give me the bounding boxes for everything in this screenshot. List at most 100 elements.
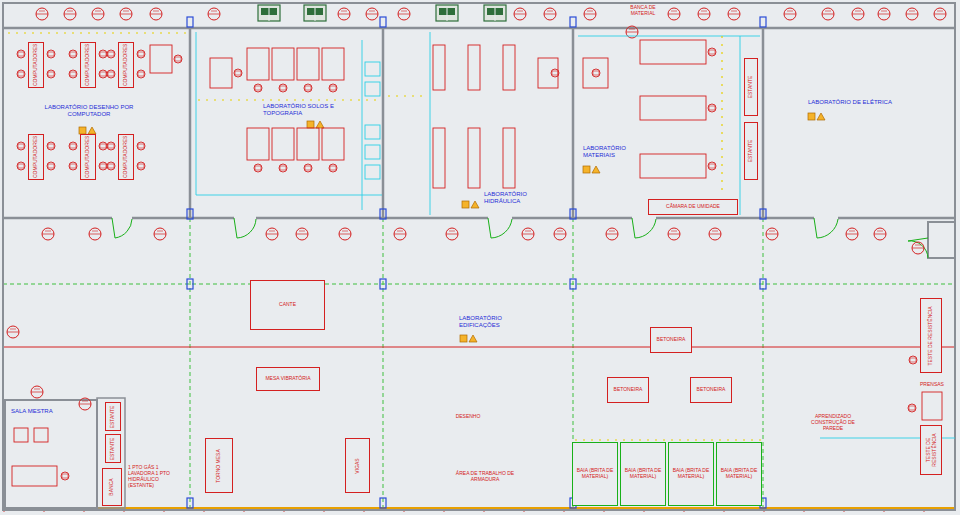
room-label: LABORATÓRIO DESENHO POR COMPUTADOR xyxy=(38,104,140,118)
furniture-box: ESTANTE xyxy=(105,402,121,431)
chairs-part xyxy=(99,70,107,78)
furniture-box: TESTE DE RESISTÊNCIA xyxy=(920,298,942,373)
doors-part xyxy=(112,218,132,238)
outlet-callouts-part xyxy=(878,8,890,20)
outlet-callouts-part xyxy=(339,228,351,240)
outlet-callouts-part xyxy=(150,8,162,20)
furniture-part xyxy=(272,48,294,80)
outlet-callouts-part xyxy=(7,326,19,338)
outlet-callouts-part xyxy=(514,8,526,20)
walls-part xyxy=(762,28,765,218)
furniture-label: CANTE xyxy=(279,302,296,308)
outlet-callouts-part xyxy=(728,8,740,20)
chairs-part xyxy=(304,84,312,92)
furniture-box: MESA VIBRATÓRIA xyxy=(256,367,320,391)
structural-columns-part xyxy=(760,279,766,289)
walls-part xyxy=(838,217,955,220)
chairs-part xyxy=(17,162,25,170)
outlet-callouts-part xyxy=(544,8,556,20)
service-lines-part xyxy=(365,62,380,76)
furniture-label: COMPUTADORES xyxy=(123,136,129,178)
structural-columns-part xyxy=(380,498,386,508)
chairs-part xyxy=(47,50,55,58)
note-label: 1 PTO GÁS 1 LAVADORA 1 PTO HIDRÁULICO (E… xyxy=(128,464,174,488)
note-label: PRENSAS xyxy=(920,381,950,387)
yellow-markers-part xyxy=(388,95,428,96)
doors-part xyxy=(632,218,656,238)
furniture-part xyxy=(247,48,269,80)
furniture-part xyxy=(34,428,48,442)
furniture-label: COMPUTADORES xyxy=(33,136,39,178)
structural-columns-part xyxy=(187,17,193,27)
room-label: LABORATÓRIO SOLOS E TOPOGRAFIA xyxy=(262,103,336,117)
furniture-label: COMPUTADORES xyxy=(85,44,91,86)
furniture-box: TORNO MESA xyxy=(205,438,233,493)
windows-part xyxy=(258,5,280,21)
room-area: LABORATÓRIO DESENHO POR COMPUTADOR COMPUT… xyxy=(5,30,189,216)
service-lines xyxy=(196,32,955,438)
furniture-box: BETONEIRA xyxy=(607,377,649,403)
room-label: SALA MESTRA xyxy=(10,408,54,415)
outlet-callouts xyxy=(7,8,946,410)
structural-columns-part xyxy=(187,209,193,219)
outlet-callouts-part xyxy=(912,242,924,254)
walls-part xyxy=(132,217,234,220)
chairs-part xyxy=(137,142,145,150)
furniture-label: BAIA (BRITA DE MATERIAL) xyxy=(622,468,664,480)
furniture-label: MESA VIBRATÓRIA xyxy=(265,376,310,382)
outlet-callouts-part xyxy=(852,8,864,20)
chairs-part xyxy=(69,70,77,78)
outlet-callouts-part xyxy=(79,398,91,410)
service-lines-part xyxy=(365,125,380,139)
service-lines-part xyxy=(365,165,380,179)
outlet-callouts-part xyxy=(42,228,54,240)
chairs-part xyxy=(551,69,559,77)
outlet-callouts-part xyxy=(296,228,308,240)
furniture-part xyxy=(503,128,515,188)
chairs-part xyxy=(137,50,145,58)
outlet-callouts-part xyxy=(766,228,778,240)
furniture-part xyxy=(210,58,232,88)
walls-part xyxy=(656,217,814,220)
furniture-label: COMPUTADORES xyxy=(123,44,129,86)
outlet-callouts-part xyxy=(554,228,566,240)
walls-part xyxy=(928,222,955,258)
furniture-label: ESTANTE xyxy=(748,124,754,178)
furniture-box: COMPUTADORES xyxy=(80,42,96,88)
chairs-part xyxy=(908,404,916,412)
windows-part xyxy=(484,5,506,21)
doors xyxy=(112,218,928,258)
outlet-callouts-part xyxy=(698,8,710,20)
chairs-part xyxy=(137,162,145,170)
outlet-callouts-part xyxy=(338,8,350,20)
furniture-box: ESTANTE xyxy=(744,122,758,180)
walls-part xyxy=(572,28,575,218)
structural-columns-part xyxy=(760,209,766,219)
walls-part xyxy=(256,217,488,220)
furniture-part xyxy=(583,58,608,88)
chairs-part xyxy=(107,162,115,170)
grid-lines-part xyxy=(763,218,764,508)
service-lines-part xyxy=(740,36,741,215)
grid-lines-part xyxy=(3,347,955,348)
outlet-callouts-part xyxy=(584,8,596,20)
structural-columns xyxy=(187,17,766,508)
chairs-part xyxy=(99,142,107,150)
structural-columns-part xyxy=(187,498,193,508)
outlet-callouts-part xyxy=(846,228,858,240)
chairs-part xyxy=(69,142,77,150)
walls-part xyxy=(5,400,97,508)
outlet-callouts-part xyxy=(446,228,458,240)
chairs-part xyxy=(329,84,337,92)
chairs-part xyxy=(17,70,25,78)
outlet-callouts-part xyxy=(398,8,410,20)
furniture-label: COMPUTADORES xyxy=(33,44,39,86)
chairs-part xyxy=(69,162,77,170)
furniture-label: CÂMARA DE UMIDADE xyxy=(666,204,720,210)
windows-part xyxy=(304,5,326,21)
yellow-markers xyxy=(8,33,762,440)
chairs-part xyxy=(47,142,55,150)
furniture-label: ESTANTE xyxy=(110,404,116,429)
outlet-callouts-part xyxy=(784,8,796,20)
grid-lines-part xyxy=(190,218,191,508)
